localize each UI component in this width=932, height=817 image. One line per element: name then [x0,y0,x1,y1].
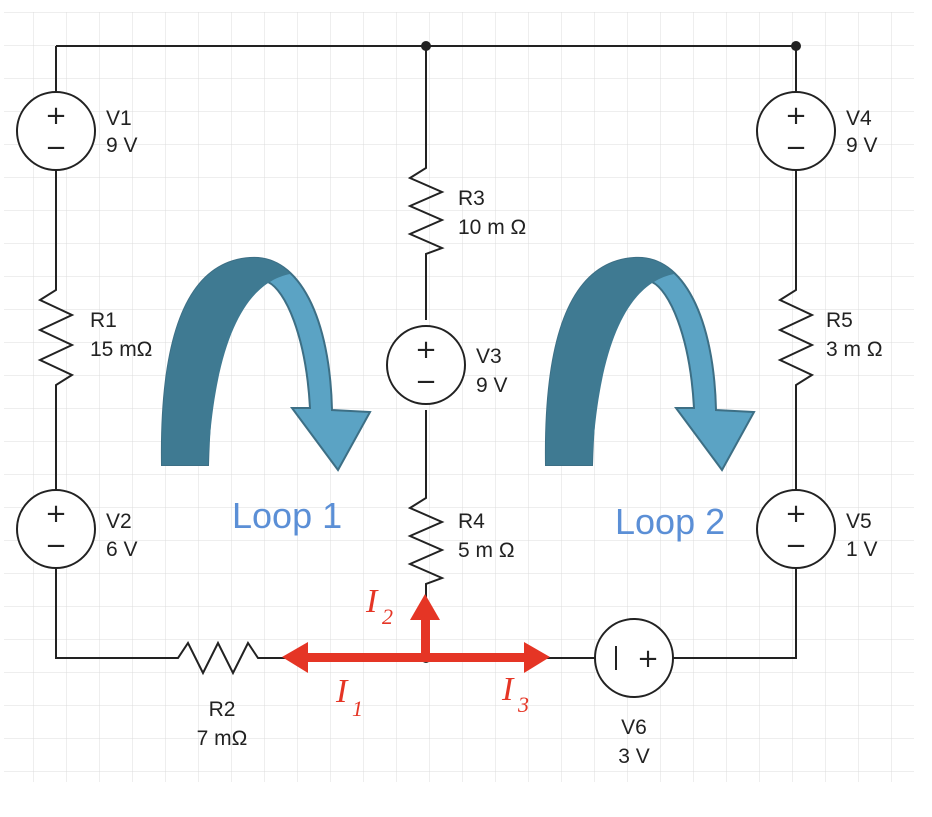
label-v3-name: V3 [476,345,502,368]
label-v2-name: V2 [106,510,132,533]
svg-text:I: I [335,673,349,710]
loop-2-clockwise-arrow [544,256,756,472]
loop-1-label: Loop 1 [232,495,342,536]
label-v6-name: V6 [621,716,647,739]
label-v5-name: V5 [846,510,872,533]
loop-1-clockwise-arrow [160,256,372,472]
label-r5-value: 3 m Ω [826,338,883,361]
junction-top-right [791,41,801,51]
resistor-r1 [37,280,75,400]
voltage-source-v2: + − [16,489,96,569]
current-label-i2: I 2 [365,583,393,629]
label-v2-value: 6 V [106,538,138,561]
label-v4-value: 9 V [846,134,878,157]
current-i3-arrowhead [524,642,550,673]
label-r5-name: R5 [826,309,853,332]
label-v6-value: 3 V [618,745,650,768]
svg-text:2: 2 [382,604,393,629]
minus-icon: − [785,531,807,561]
minus-icon: − [45,531,67,561]
label-v5-value: 1 V [846,538,878,561]
junction-top-middle [421,41,431,51]
label-r1-value: 15 mΩ [90,338,152,361]
label-v4-name: V4 [846,107,872,130]
label-v1-value: 9 V [106,134,138,157]
label-r4-name: R4 [458,510,485,533]
label-v3-value: 9 V [476,374,508,397]
minus-icon: − [785,133,807,163]
plus-icon: + [785,499,807,529]
plus-icon: + [45,499,67,529]
label-r3-name: R3 [458,187,485,210]
voltage-source-v6: + [594,618,674,698]
voltage-source-v5: + − [756,489,836,569]
label-r2-name: R2 [209,698,236,721]
current-i2-arrowhead [410,594,440,620]
label-r1-name: R1 [90,309,117,332]
svg-text:I: I [365,583,379,620]
label-r2-value: 7 mΩ [197,727,248,750]
voltage-source-v4: + − [756,91,836,171]
label-v1-name: V1 [106,107,132,130]
current-arrows [282,594,550,673]
plus-icon: + [637,644,659,674]
svg-text:1: 1 [352,696,363,721]
current-label-i3: I 3 [501,671,529,717]
loop-2-label: Loop 2 [615,501,725,542]
current-label-i1: I 1 [335,673,363,721]
label-r4-value: 5 m Ω [458,539,515,562]
svg-text:I: I [501,671,515,708]
svg-text:3: 3 [517,692,529,717]
resistor-r4 [407,490,445,590]
resistor-r2 [168,640,268,676]
voltage-source-v1: + − [16,91,96,171]
minus-icon: − [45,133,67,163]
plus-icon: + [415,335,437,365]
plus-icon: + [45,101,67,131]
label-r3-value: 10 m Ω [458,216,526,239]
resistor-r3 [407,160,445,260]
minus-icon: − [415,367,437,397]
plus-icon: + [785,101,807,131]
resistor-r5 [777,280,815,400]
voltage-source-v3: + − [386,325,466,405]
current-i1-arrowhead [282,642,308,673]
